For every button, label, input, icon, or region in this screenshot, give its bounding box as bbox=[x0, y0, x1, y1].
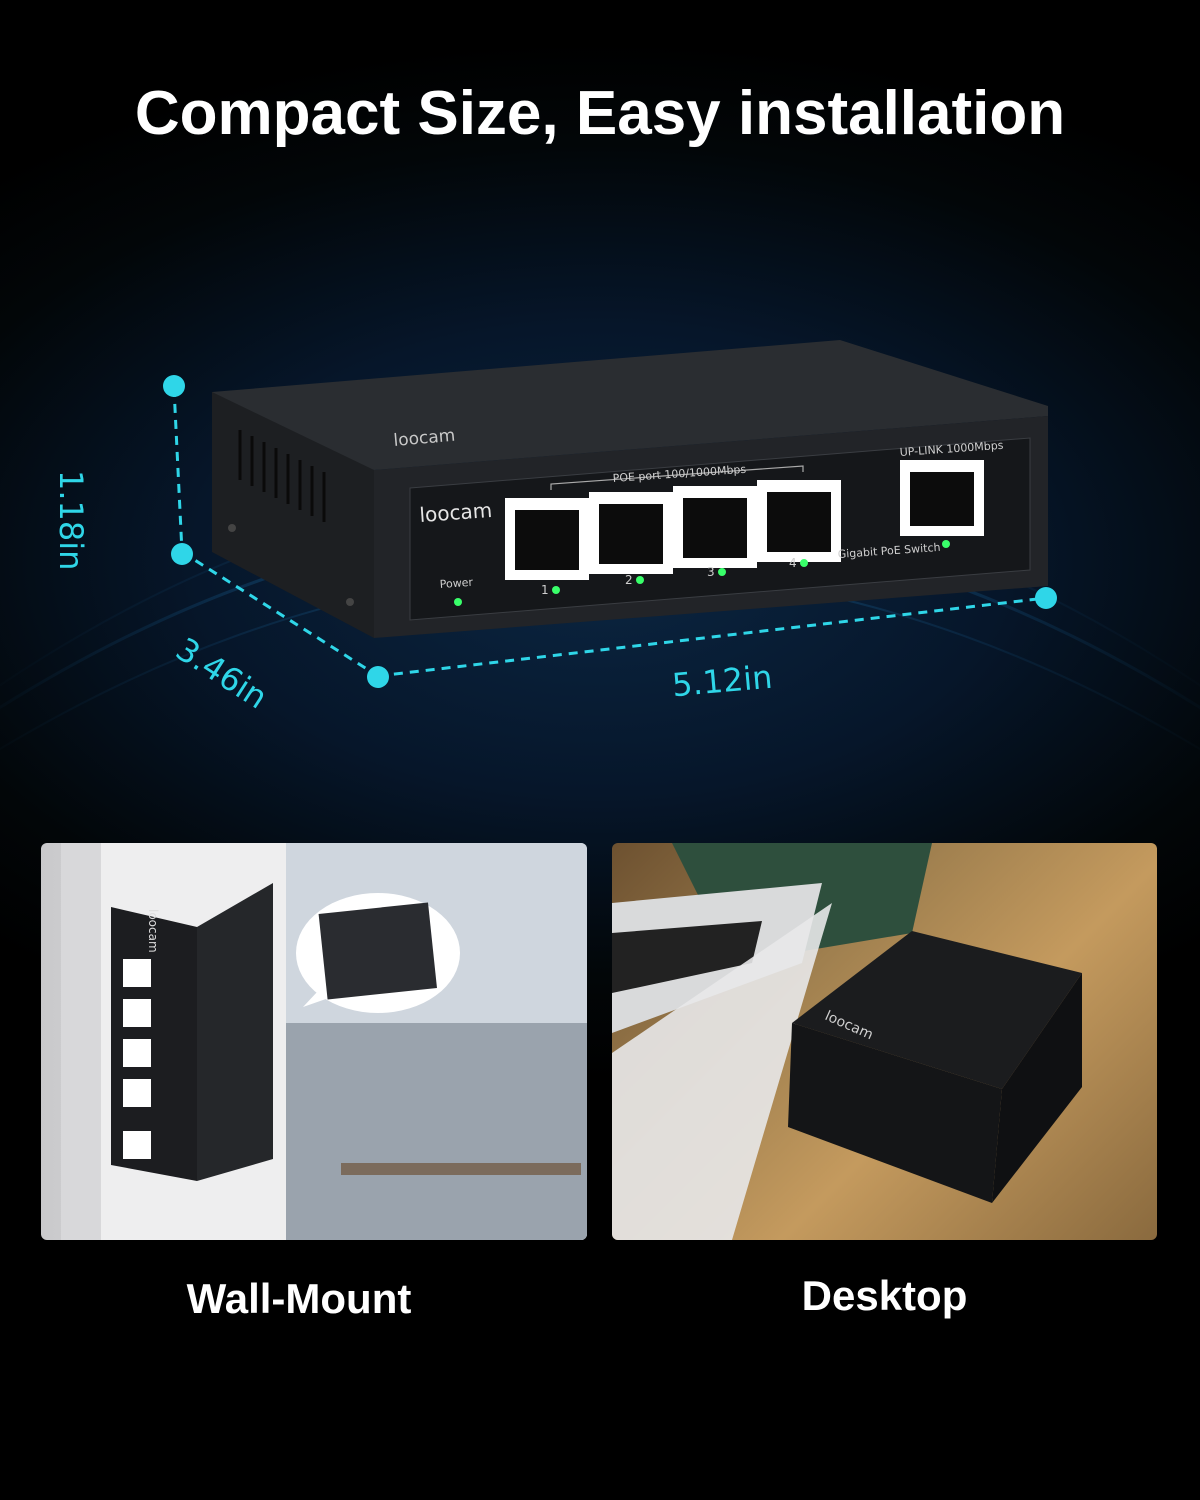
desk-switch-side bbox=[992, 973, 1082, 1203]
height-label: 1.18in bbox=[52, 470, 90, 571]
port-1-label: 1 bbox=[541, 583, 549, 597]
switch-illustration: loocam loocam POE port 100/1000Mbps UP-L… bbox=[163, 340, 1057, 688]
status-leds bbox=[454, 540, 950, 606]
poe-ports bbox=[505, 480, 841, 580]
front-brand: loocam bbox=[419, 498, 493, 527]
wall-mount-caption: Wall-Mount bbox=[186, 1275, 412, 1322]
headline: Compact Size, Easy installation bbox=[134, 79, 1066, 148]
laptop-lid bbox=[612, 903, 832, 1240]
desktop-scene: loocam bbox=[612, 843, 1082, 1240]
desk-switch-front bbox=[788, 1023, 1002, 1203]
mounted-switch-side bbox=[197, 883, 273, 1181]
screw-right bbox=[346, 598, 354, 606]
switch-top-face bbox=[212, 340, 1048, 470]
vent-slots bbox=[238, 430, 326, 522]
desktop-photo: loocam bbox=[612, 843, 1157, 1240]
port-4-label: 4 bbox=[789, 556, 797, 570]
switch-back-plate bbox=[318, 902, 437, 1000]
desktop-caption: Desktop bbox=[801, 1272, 968, 1319]
port-2-label: 2 bbox=[625, 573, 633, 587]
screw-left bbox=[228, 524, 236, 532]
power-label: Power bbox=[439, 576, 474, 591]
wall-mount-scene: loocam bbox=[61, 843, 587, 1240]
port-3-label: 3 bbox=[707, 565, 715, 579]
uplink-port bbox=[900, 460, 984, 536]
laptop-keyboard bbox=[612, 921, 762, 993]
dimension-lines bbox=[172, 387, 1047, 678]
svg-text:loocam: loocam bbox=[146, 909, 160, 953]
wall-mount-photo: loocam bbox=[41, 843, 587, 1240]
dimension-markers bbox=[163, 375, 1057, 688]
desk-switch-top bbox=[792, 931, 1082, 1089]
